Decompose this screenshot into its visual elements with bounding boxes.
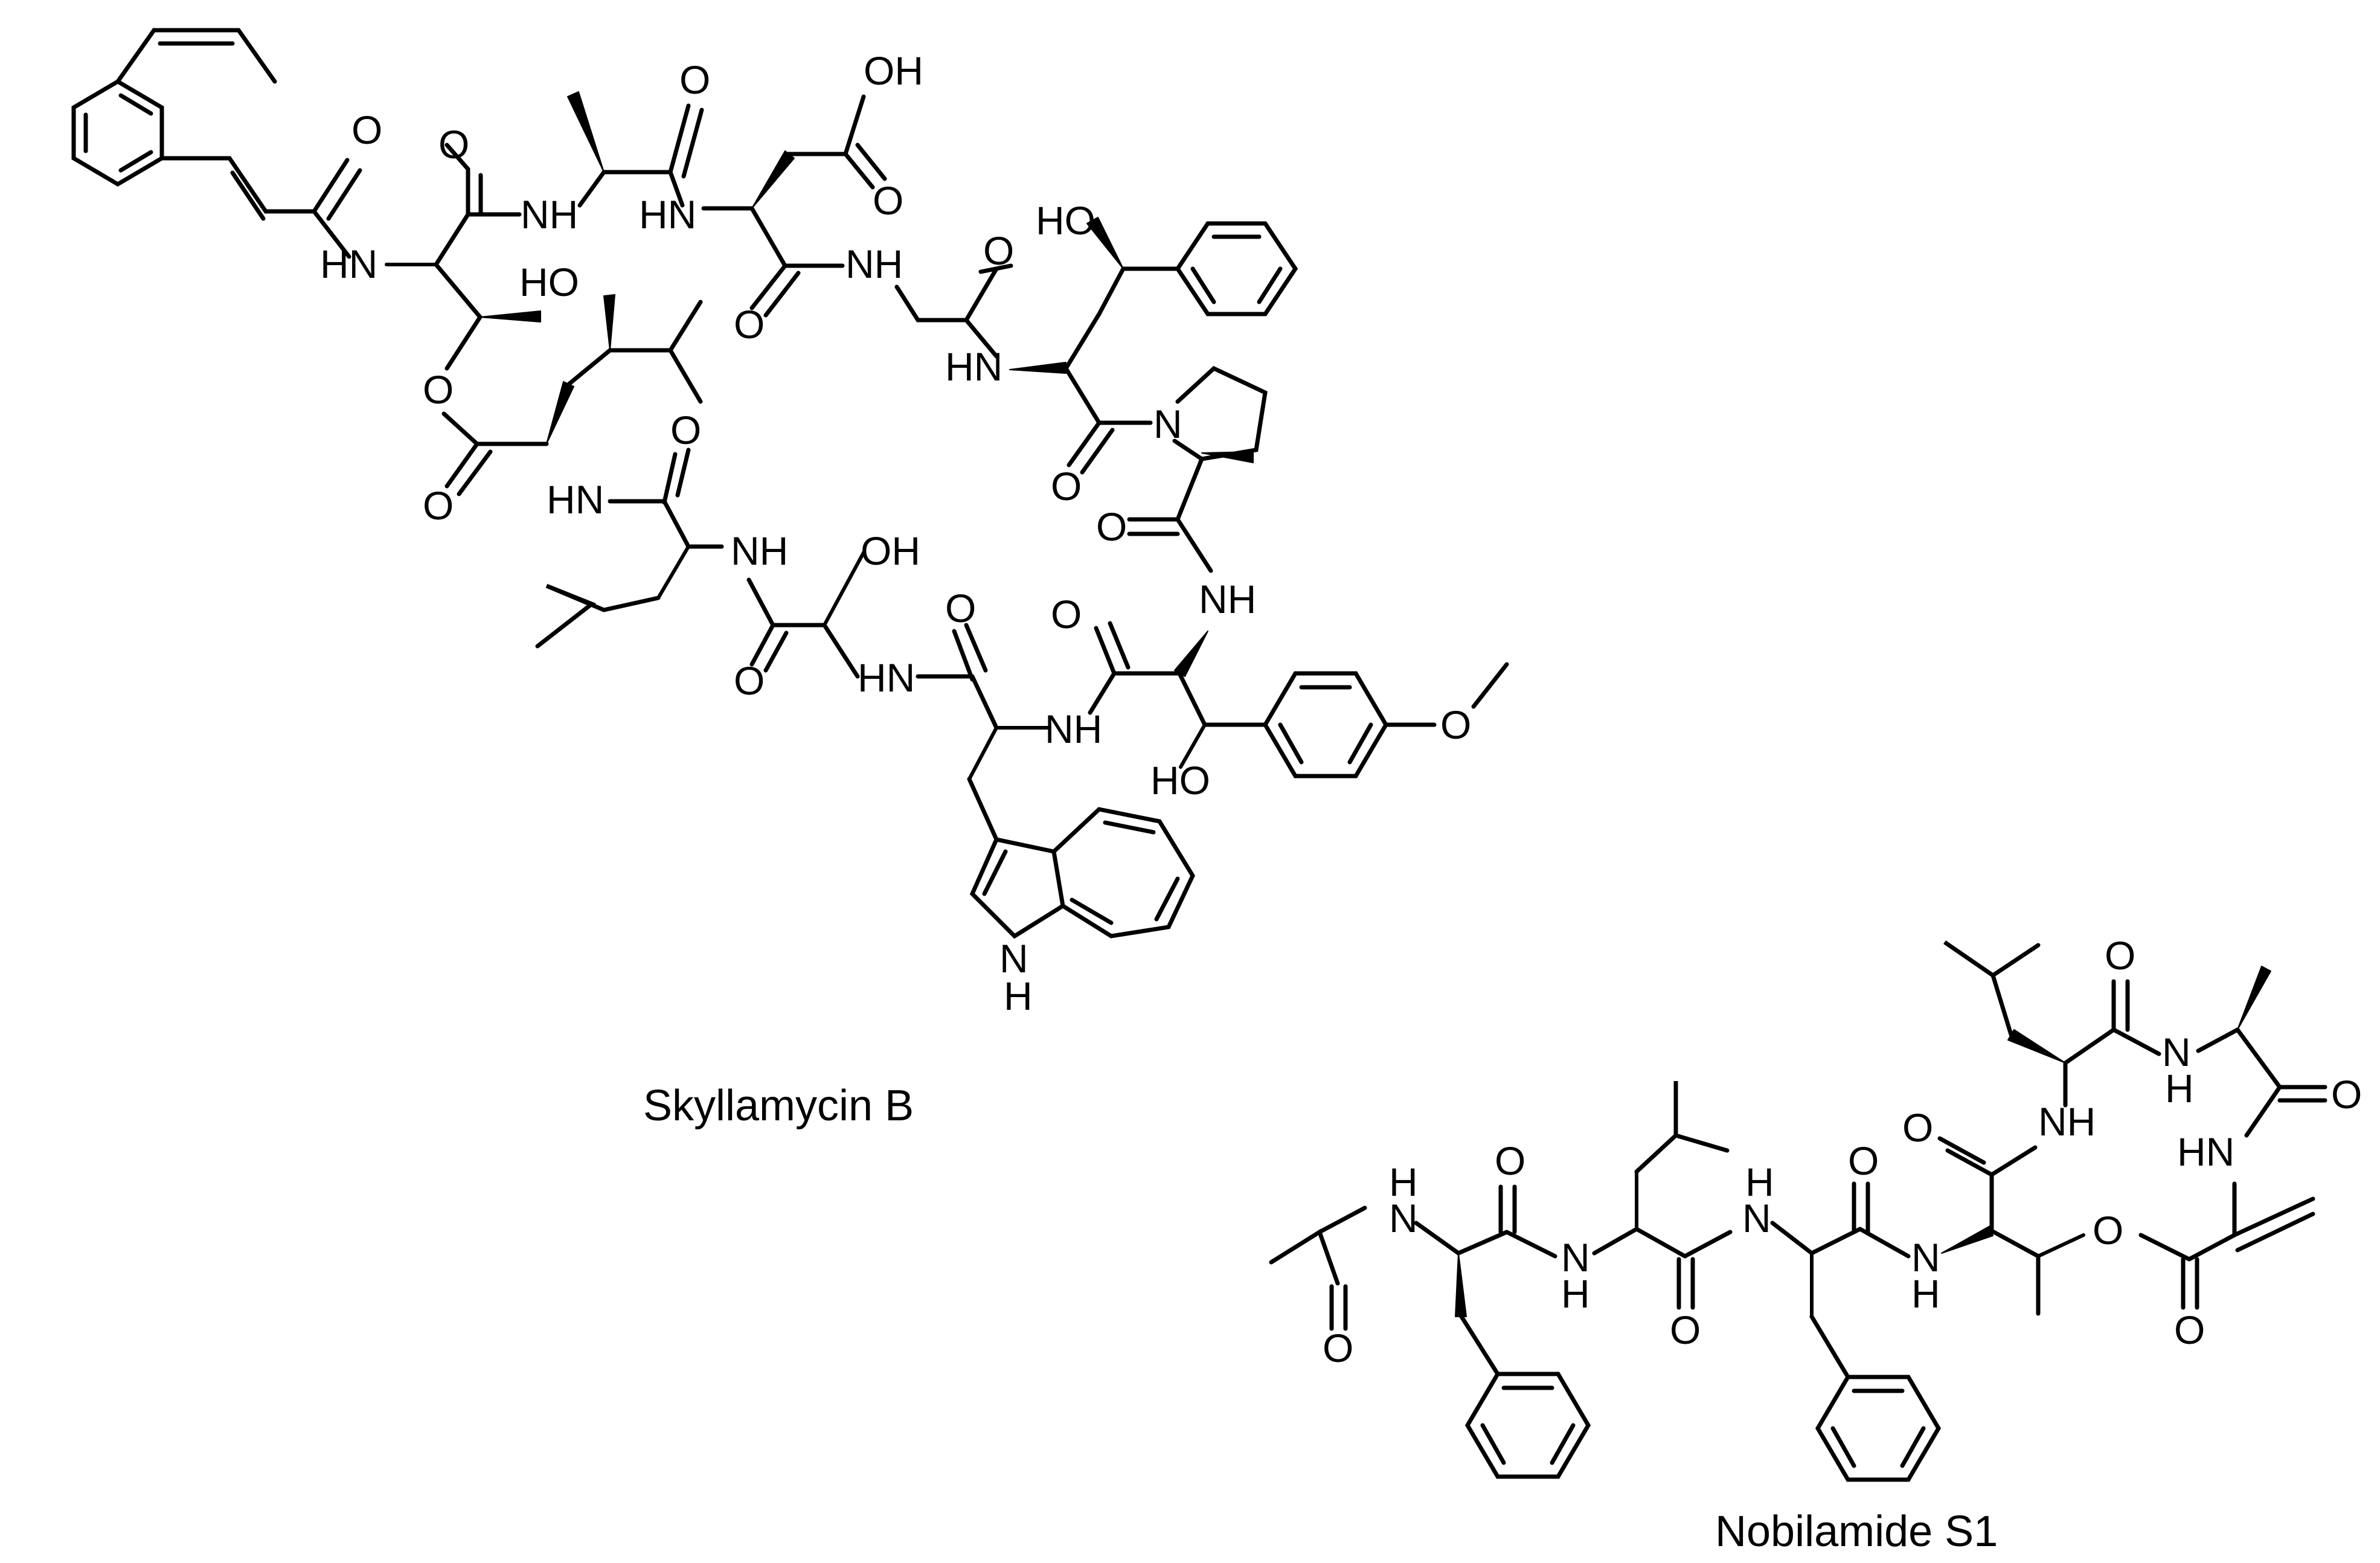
- atom-o-leu2: O: [2105, 933, 2135, 978]
- atom-h-acetyl-n: H: [1389, 1160, 1418, 1204]
- styryl-benzene-ring: [71, 79, 164, 187]
- atom-o-leu1: O: [1670, 1308, 1701, 1352]
- atom-nh-gly: NH: [845, 242, 903, 286]
- atom-h-thr: H: [1911, 1271, 1940, 1316]
- atom-oh-ser: OH: [861, 528, 920, 573]
- atom-o-ester-ring: O: [2093, 1208, 2123, 1253]
- atom-ho-tyr: HO: [1150, 758, 1210, 803]
- atom-o-acetyl: O: [1323, 1326, 1353, 1370]
- atom-n-thr: N: [1911, 1235, 1940, 1280]
- atom-ho-phe: HO: [1036, 198, 1095, 243]
- nobilamide-s1-structure: O H N O N H O H N: [1269, 933, 2362, 1482]
- skyllamycin-b-structure: O HN O NH O O O HN OH O: [71, 28, 1509, 1018]
- atom-o-dhb: O: [2174, 1308, 2205, 1352]
- phenyl-ring-2: [1464, 1372, 1591, 1479]
- atom-n-indole: N: [999, 936, 1028, 981]
- atom-h-phe2-n: H: [1745, 1160, 1774, 1204]
- atom-o-phe2: O: [1848, 1138, 1879, 1183]
- atom-o-trp: O: [945, 586, 976, 631]
- compound-name-nobilamide-s1: Nobilamide S1: [1715, 1507, 1998, 1556]
- atom-hn-dhb: HN: [2177, 1129, 2234, 1174]
- atom-o-cinnamoyl: O: [351, 108, 382, 152]
- atom-n-ala: N: [2162, 1030, 2191, 1074]
- atom-oh-acid: OH: [864, 48, 923, 93]
- atom-n-pro: N: [1153, 402, 1182, 446]
- phenyl-ring-1: [1175, 221, 1298, 316]
- atom-o-thr: O: [1902, 1105, 1933, 1150]
- atom-h-leu1: H: [1561, 1271, 1590, 1316]
- atom-o-acid-carbonyl: O: [873, 178, 903, 223]
- phenyl-ring-3: [1815, 1375, 1942, 1482]
- atom-o-carbonyl: O: [438, 122, 469, 167]
- methoxyphenyl-ring: [1263, 671, 1389, 778]
- compound-name-skyllamycin-b: Skyllamycin B: [643, 1082, 914, 1130]
- atom-o-methoxy: O: [1440, 702, 1471, 747]
- atom-o-tyr: O: [1051, 592, 1082, 637]
- atom-hn-cinnamoyl: HN: [320, 242, 377, 286]
- atom-h-ala: H: [2165, 1066, 2194, 1111]
- atom-hn-ser: HN: [858, 655, 915, 700]
- atom-o-phe1: O: [1495, 1138, 1525, 1183]
- atom-nh-trp: NH: [1045, 707, 1102, 751]
- atom-o-ala: O: [679, 57, 710, 102]
- atom-o-pro: O: [1096, 504, 1127, 549]
- atom-o-asp-carbonyl: O: [734, 302, 765, 347]
- atom-o-gly: O: [983, 228, 1014, 273]
- atom-o-leu: O: [670, 408, 701, 452]
- atom-o-ester-carbonyl: O: [423, 483, 454, 528]
- atom-n-acetyl: N: [1389, 1196, 1418, 1240]
- atom-ho-val: HO: [519, 260, 579, 304]
- atom-n-leu1: N: [1561, 1235, 1590, 1280]
- atom-o-ser: O: [734, 658, 765, 703]
- atom-nh-ser: NH: [731, 528, 788, 573]
- indole-ring: [969, 807, 1195, 939]
- atom-o-ring-ester: O: [423, 367, 454, 412]
- atom-nh-pro: NH: [1199, 577, 1256, 621]
- atom-hn-phe: HN: [945, 344, 1002, 389]
- atom-o-phe: O: [1051, 464, 1082, 509]
- atom-nh-ala: NH: [521, 192, 578, 237]
- atom-n-phe2: N: [1742, 1196, 1771, 1240]
- atom-nh-leu2: NH: [2038, 1099, 2096, 1144]
- atom-h-indole: H: [1004, 974, 1033, 1018]
- atom-hn-leu: HN: [547, 477, 604, 522]
- atom-o-ala: O: [2331, 1072, 2362, 1117]
- atom-hn-asp: HN: [639, 192, 696, 237]
